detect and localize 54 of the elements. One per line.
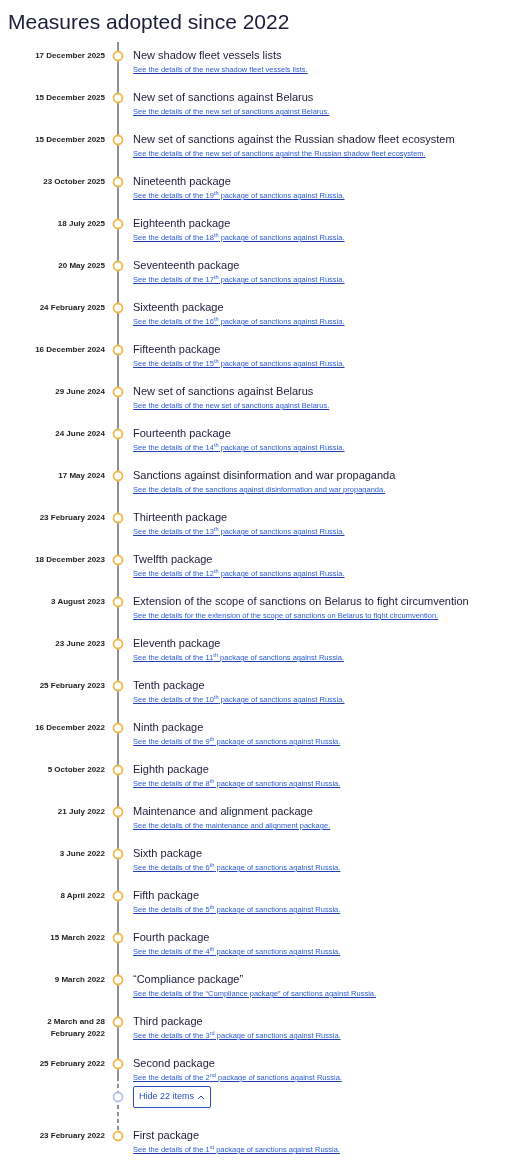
entry-title: Twelfth package (133, 552, 213, 566)
entry-title: Tenth package (133, 678, 205, 692)
date-label: 3 August 2023 (50, 596, 105, 608)
entry-title: Second package (133, 1056, 215, 1070)
entry-title: New shadow fleet vessels lists (133, 48, 282, 62)
entry-title: Seventeenth package (133, 258, 240, 272)
entry-title: Ninth package (133, 720, 204, 734)
entry-title: Eighteenth package (133, 216, 231, 230)
entry-title: Sixteenth package (133, 300, 224, 314)
date-label: 15 March 2022 (49, 932, 105, 944)
date-label: 3 June 2022 (58, 848, 105, 860)
entry-title: Fourth package (133, 930, 210, 944)
date-label: 18 July 2025 (56, 218, 105, 230)
date-label: 20 May 2025 (57, 260, 105, 272)
date-label: 23 October 2025 (42, 176, 105, 188)
date-label: 24 February 2025 (38, 302, 105, 314)
entry-title: New set of sanctions against the Russian shadow fleet ecosystem (133, 132, 455, 146)
date-label: 25 February 2023 (38, 680, 105, 692)
entry-title: Fourteenth package (133, 426, 231, 440)
date-label: 16 December 2024 (34, 344, 105, 356)
entry-title: Nineteenth package (133, 174, 231, 188)
entry-title: New set of sanctions against Belarus (133, 90, 314, 104)
entry-title: Extension of the scope of sanctions on Belarus to fight circumvention (133, 594, 469, 608)
date-label: 24 June 2024 (54, 428, 105, 440)
date-label: 18 December 2023 (34, 554, 105, 566)
date-label: 29 June 2024 (54, 386, 105, 398)
entry-title: Fifth package (133, 888, 200, 902)
date-label: 2 March and 28 February 2022 (46, 1016, 105, 1040)
date-label: 15 December 2025 (34, 92, 105, 104)
date-label: 15 December 2025 (34, 134, 105, 146)
entry-title: Third package (133, 1014, 203, 1028)
date-label: 17 December 2025 (34, 50, 105, 62)
entry-title: First package (133, 1128, 200, 1142)
date-label: 23 February 2024 (38, 512, 105, 524)
date-label: 16 December 2022 (34, 722, 105, 734)
entry-title: Sanctions against disinformation and war propaganda (133, 468, 396, 482)
entry-title: Eleventh package (133, 636, 221, 650)
entry-title: Maintenance and alignment package (133, 804, 313, 818)
date-label: 23 February 2022 (38, 1130, 105, 1142)
entry-title: Thirteenth package (133, 510, 228, 524)
hide-items-button: Hide 22 items (133, 1086, 212, 1108)
date-label: 21 July 2022 (56, 806, 105, 818)
entry-title: Eighth package (133, 762, 209, 776)
entry-title: New set of sanctions against Belarus (133, 384, 314, 398)
entry-title: Fifteenth package (133, 342, 221, 356)
date-label: 9 March 2022 (53, 974, 105, 986)
date-label: 8 April 2022 (59, 890, 105, 902)
entry-title: Sixth package (133, 846, 203, 860)
date-label: 5 October 2022 (46, 764, 105, 776)
page-title: Measures adopted since 2022 (8, 9, 290, 35)
date-label: 25 February 2022 (38, 1058, 105, 1070)
entry-title: “Compliance package” (133, 972, 244, 986)
date-label: 17 May 2024 (57, 470, 105, 482)
date-label: 23 June 2023 (54, 638, 105, 650)
